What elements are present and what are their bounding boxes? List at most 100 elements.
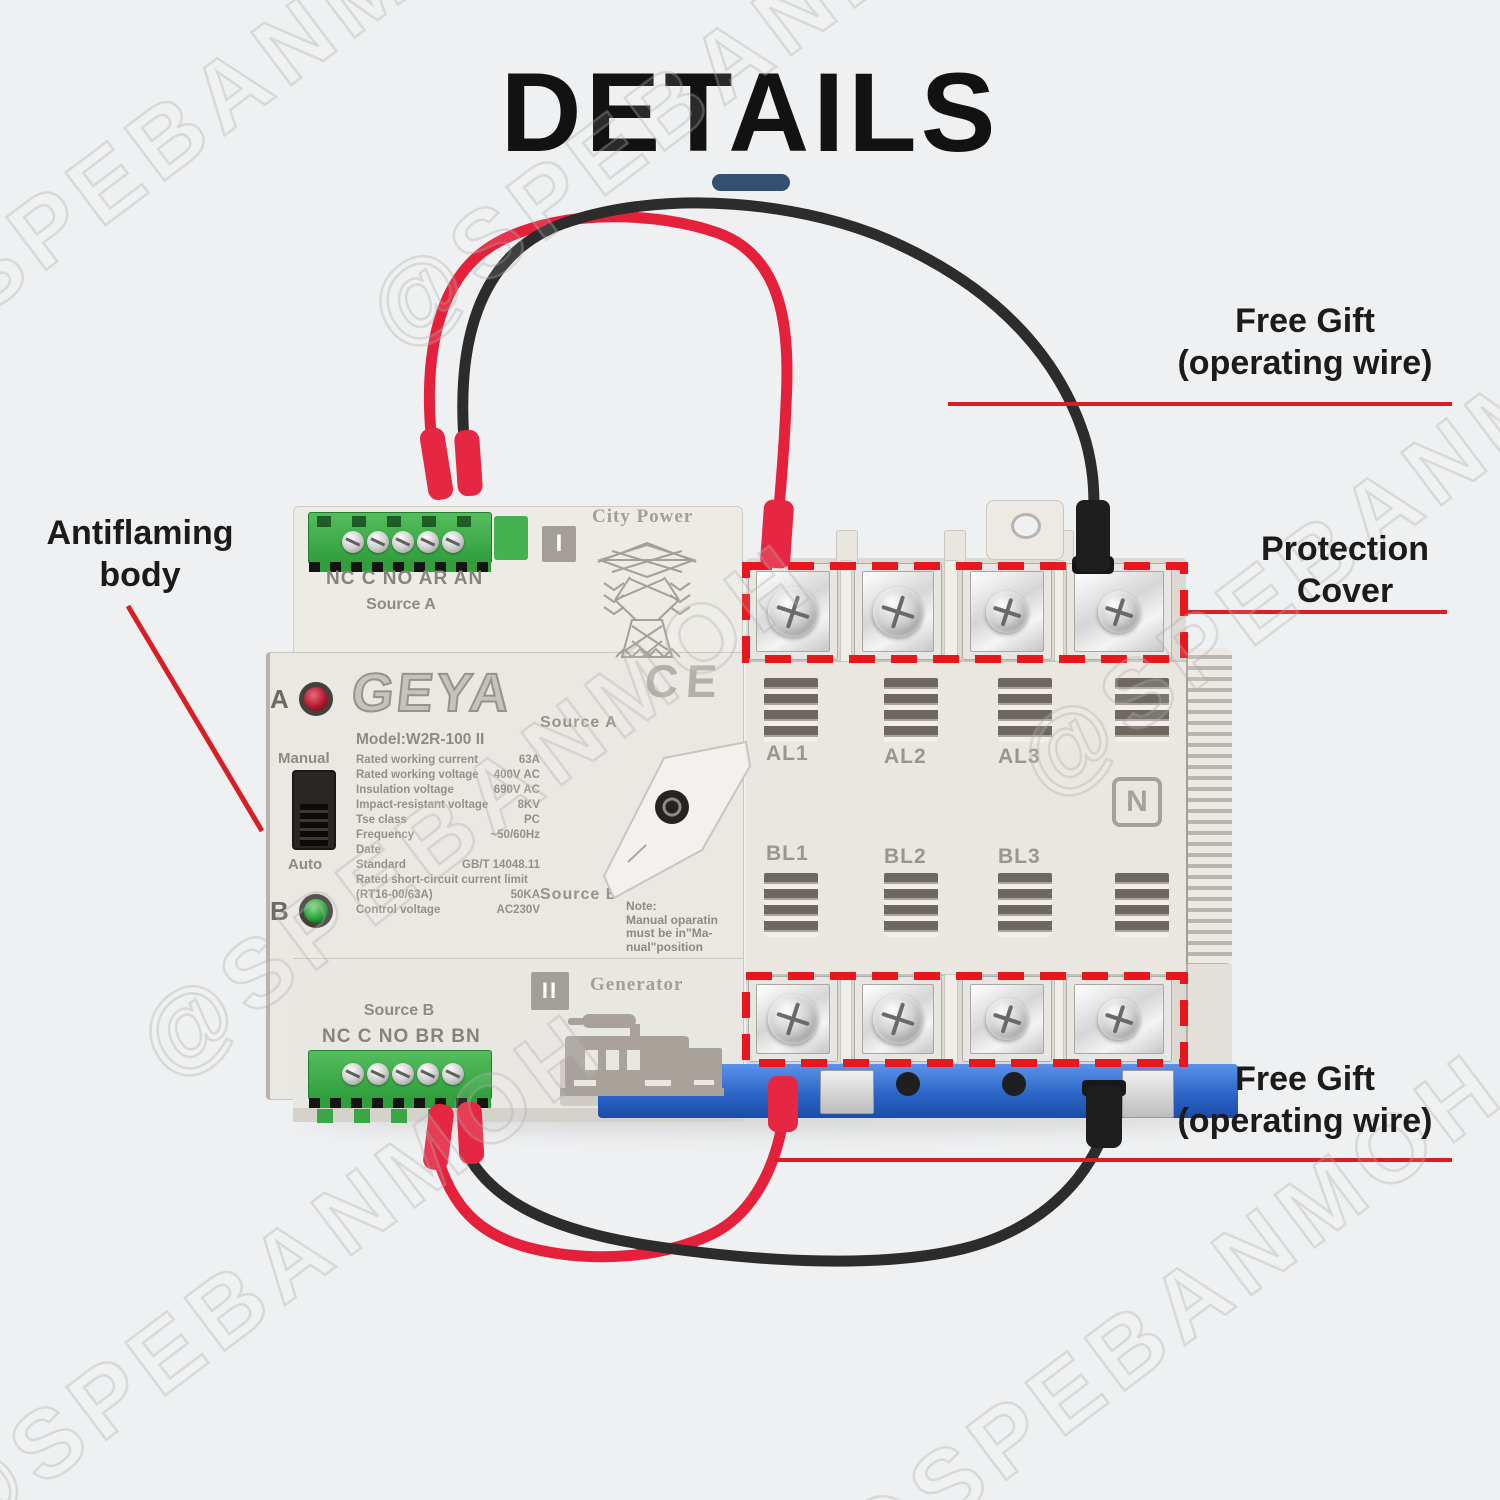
vent-grille xyxy=(1115,873,1169,937)
manual-label: Manual xyxy=(278,750,330,767)
terminal-teeth xyxy=(309,1098,491,1108)
terminal-screw xyxy=(986,998,1028,1040)
terminal-screw xyxy=(367,531,389,553)
title-underline-dash xyxy=(712,174,790,191)
vent-grille xyxy=(764,873,818,937)
terminal-rib xyxy=(840,560,852,662)
vent-grille xyxy=(1115,678,1169,742)
terminal-rib xyxy=(1054,974,1064,1064)
terminal-screw xyxy=(873,994,923,1044)
terminal-rib xyxy=(944,560,958,662)
terminal-slots xyxy=(317,516,483,527)
pole-label-al2: AL2 xyxy=(884,745,927,768)
operating-wire-black-bottom xyxy=(466,1136,1106,1267)
spec-row: Date xyxy=(356,844,381,856)
power-terminal xyxy=(854,976,942,1062)
spec-row: (RT16-00/63A)50KA xyxy=(356,889,540,901)
generator-label: Generator xyxy=(590,974,684,995)
manual-auto-switch[interactable] xyxy=(292,770,336,850)
source-a-label-top: Source A xyxy=(366,596,436,613)
terminal-tabs xyxy=(317,1109,483,1123)
spec-row: Frequency~50/60Hz xyxy=(356,829,540,841)
din-clip xyxy=(820,1070,874,1114)
power-terminal xyxy=(748,976,838,1062)
indicator-a-label: A xyxy=(270,684,289,714)
source-b-label-mid: Source B xyxy=(540,886,619,903)
terminal-divider-tab xyxy=(944,530,966,564)
switch-knob[interactable] xyxy=(300,804,328,846)
power-terminal xyxy=(962,976,1052,1062)
led-b-green xyxy=(299,894,333,928)
pole-label-al1: AL1 xyxy=(766,742,809,765)
terminal-teeth xyxy=(309,562,491,572)
terminal-screw xyxy=(442,1063,464,1085)
terminal-screw xyxy=(873,586,923,637)
terminal-rib xyxy=(840,974,852,1064)
source-b-terminal-names: NC C NO BR BN xyxy=(322,1026,481,1047)
power-terminal xyxy=(1066,976,1172,1062)
vent-grille xyxy=(998,678,1052,742)
terminal-rib xyxy=(944,974,958,1064)
power-terminal xyxy=(748,563,838,660)
pole-label-al3: AL3 xyxy=(998,745,1041,768)
operating-wire-red-top xyxy=(423,211,793,529)
vent-grille xyxy=(764,678,818,742)
model-number: Model:W2R-100 II xyxy=(356,731,485,748)
terminal-divider-tab xyxy=(836,530,858,564)
pole-label-bl1: BL1 xyxy=(766,842,809,865)
vent-grille xyxy=(998,873,1052,937)
terminal-screw xyxy=(417,531,439,553)
callout-antiflaming-body: Antiflaming body xyxy=(46,514,234,594)
operating-wire-red-bottom xyxy=(434,1120,788,1263)
roman-two-badge: II xyxy=(531,972,569,1010)
source-a-terminal-block xyxy=(308,512,492,572)
terminal-screw xyxy=(442,531,464,553)
terminal-screw xyxy=(342,531,364,553)
callout-free-gift-bottom: Free Gift (operating wire) xyxy=(1177,1060,1433,1140)
terminal-screw xyxy=(1098,590,1140,633)
spec-row: Rated short-circuit current limit xyxy=(356,874,528,886)
source-b-terminal-block xyxy=(308,1050,492,1123)
pole-label-bl3: BL3 xyxy=(998,845,1041,868)
note-text: Note: Manual oparatin must be in"Ma- nua… xyxy=(626,899,719,954)
terminal-screw xyxy=(1098,998,1140,1040)
mounting-hole xyxy=(1011,513,1041,539)
terminal-screw xyxy=(768,586,818,637)
terminal-screw xyxy=(342,1063,364,1085)
brand-logo: GEYA xyxy=(348,662,516,724)
source-a-label-mid: Source A xyxy=(540,714,618,731)
operating-wire-black-top xyxy=(457,197,1100,514)
terminal-screw xyxy=(986,590,1028,633)
vent-grille xyxy=(884,873,938,937)
source-b-label-low: Source B xyxy=(363,1002,435,1019)
power-terminal xyxy=(1066,563,1172,660)
base-screw xyxy=(896,1072,920,1096)
led-a-red xyxy=(299,682,333,716)
terminal-screw xyxy=(392,1063,414,1085)
side-fins xyxy=(1186,648,1232,964)
callout-protection-cover: Protection Cover xyxy=(1260,530,1430,610)
indicator-b-label: B xyxy=(270,896,289,926)
terminal-screw xyxy=(417,1063,439,1085)
power-terminal xyxy=(854,563,942,660)
terminal-screw xyxy=(768,994,818,1044)
source-a-terminal-names: NC C NO AR AN xyxy=(326,568,484,589)
callout-line-antiflaming xyxy=(125,604,265,833)
terminal-screw xyxy=(367,1063,389,1085)
terminal-rib xyxy=(1054,560,1064,662)
vent-grille xyxy=(884,678,938,742)
city-power-label: City Power xyxy=(592,506,694,527)
auto-label: Auto xyxy=(288,856,323,873)
neutral-badge: N xyxy=(1112,777,1162,827)
base-screw xyxy=(1002,1072,1026,1096)
roman-one-badge: I xyxy=(542,526,576,562)
mounting-tab xyxy=(986,500,1064,560)
